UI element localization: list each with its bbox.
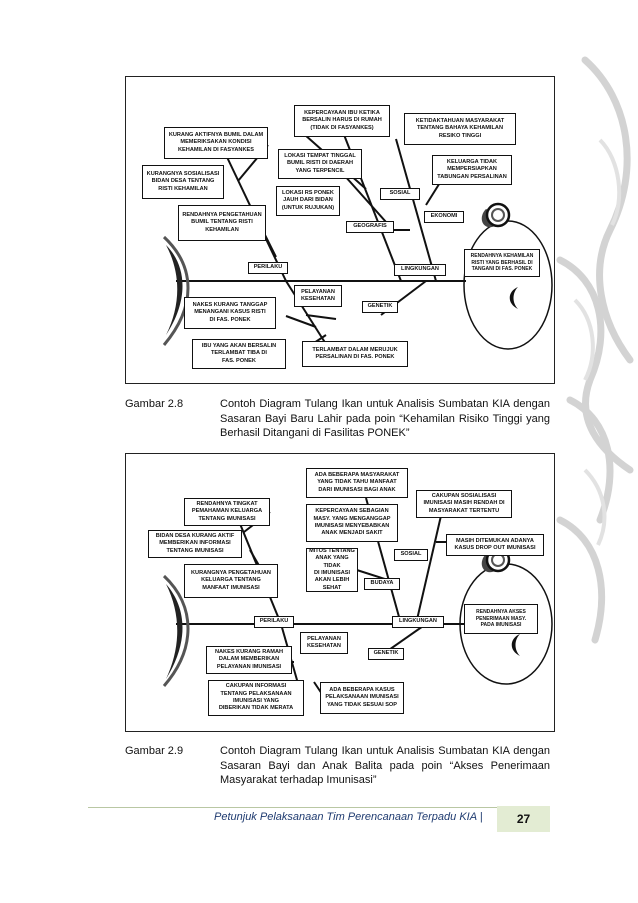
box-lingkungan-2: LINGKUNGAN: [392, 616, 444, 628]
box-terlambat-merujuk: TERLAMBAT DALAM MERUJUK PERSALINAN DI FA…: [302, 341, 408, 367]
box-lokasi-tempat-tinggal: LOKASI TEMPAT TINGGAL BUMIL RISTI DI DAE…: [278, 149, 362, 179]
footer-title: Petunjuk Pelaksanaan Tim Perencanaan Ter…: [214, 811, 483, 823]
caption-label: Gambar 2.9: [125, 745, 184, 757]
box-rendahnya-kehamilan: RENDAHNYA KEHAMILAN RISTI YANG BERHASIL …: [464, 249, 540, 277]
caption-text: Contoh Diagram Tulang Ikan untuk Analisi…: [220, 745, 550, 786]
box-perilaku-2: PERILAKU: [254, 616, 294, 628]
box-ibu-terlambat: IBU YANG AKAN BERSALIN TERLAMBAT TIBA DI…: [192, 339, 286, 369]
box-kurangnya-pengetahuan: KURANGNYA PENGETAHUAN KELUARGA TENTANG M…: [184, 564, 278, 598]
box-kepercayaan-ibu: KEPERCAYAAN IBU KETIKA BERSALIN HARUS DI…: [294, 105, 390, 137]
box-rendahnya-tingkat: RENDAHNYA TINGKAT PEMAHAMAN KELUARGA TEN…: [184, 498, 270, 526]
box-sosial-2: SOSIAL: [394, 549, 428, 561]
footer-divider: [88, 807, 550, 808]
box-mitos-tentang-anak: MITOS TENTANG ANAK YANG TIDAK DI IMUNISA…: [306, 548, 358, 592]
box-ada-beberapa-masyarakat: ADA BEBERAPA MASYARAKAT YANG TIDAK TAHU …: [306, 468, 408, 498]
box-pelayanan-kesehatan-2: PELAYANAN KESEHATAN: [300, 632, 348, 654]
box-rendahnya-pengetahuan: RENDAHNYA PENGETAHUAN BUMIL TENTANG RIST…: [178, 205, 266, 241]
box-sosial: SOSIAL: [380, 188, 420, 200]
box-lokasi-rs-ponek: LOKASI RS PONEK JAUH DARI BIDAN (UNTUK R…: [276, 186, 340, 216]
box-nakes-kurang-ramah: NAKES KURANG RAMAH DALAM MEMBERIKAN PELA…: [206, 646, 292, 674]
box-perilaku: PERILAKU: [248, 262, 288, 274]
fishbone-diagram-2: ADA BEBERAPA MASYARAKAT YANG TIDAK TAHU …: [125, 453, 555, 732]
caption-figure-2-8: Gambar 2.8 Contoh Diagram Tulang Ikan un…: [125, 397, 553, 442]
box-ekonomi: EKONOMI: [424, 211, 464, 223]
box-bidan-desa-kurang-aktif: BIDAN DESA KURANG AKTIF MEMBERIKAN INFOR…: [148, 530, 242, 558]
caption-label: Gambar 2.8: [125, 398, 184, 410]
page-number: 27: [497, 806, 550, 832]
box-kurang-aktif-bumil: KURANG AKTIFNYA BUMIL DALAM MEMERIKSAKAN…: [164, 127, 268, 159]
box-masih-ditemukan: MASIH DITEMUKAN ADANYA KASUS DROP OUT IM…: [446, 534, 544, 556]
box-cakupan-sosialisasi: CAKUPAN SOSIALISASI IMUNISASI MASIH REND…: [416, 490, 512, 518]
box-kepercayaan-sebagian: KEPERCAYAAN SEBAGIAN MASY. YANG MENGANGG…: [306, 504, 398, 542]
box-nakes-kurang-tanggap: NAKES KURANG TANGGAP MENANGANI KASUS RIS…: [184, 297, 276, 329]
box-geografis: GEOGRAFIS: [346, 221, 394, 233]
box-kurangnya-sosialisasi: KURANGNYA SOSIALISASI BIDAN DESA TENTANG…: [142, 165, 224, 199]
box-genetik: GENETIK: [362, 301, 398, 313]
box-genetik-2: GENETIK: [368, 648, 404, 660]
box-ketidaktahuan: KETIDAKTAHUAN MASYARAKAT TENTANG BAHAYA …: [404, 113, 516, 145]
caption-figure-2-9: Gambar 2.9 Contoh Diagram Tulang Ikan un…: [125, 744, 553, 789]
box-pelayanan-kesehatan: PELAYANAN KESEHATAN: [294, 285, 342, 307]
box-budaya: BUDAYA: [364, 578, 400, 590]
box-keluarga-tidak: KELUARGA TIDAK MEMPERSIAPKAN TABUNGAN PE…: [432, 155, 512, 185]
fishbone-diagram-1: KEPERCAYAAN IBU KETIKA BERSALIN HARUS DI…: [125, 76, 555, 384]
box-ada-beberapa-kasus: ADA BEBERAPA KASUS PELAKSANAAN IMUNISASI…: [320, 682, 404, 714]
box-lingkungan: LINGKUNGAN: [394, 264, 446, 276]
caption-text: Contoh Diagram Tulang Ikan untuk Analisi…: [220, 398, 550, 439]
box-rendahnya-akses: RENDAHNYA AKSES PENERIMAAN MASY. PADA IM…: [464, 604, 538, 634]
fishbone-lines-1: [162, 126, 553, 353]
box-cakupan-informasi: CAKUPAN INFORMASI TENTANG PELAKSANAAN IM…: [208, 680, 304, 716]
